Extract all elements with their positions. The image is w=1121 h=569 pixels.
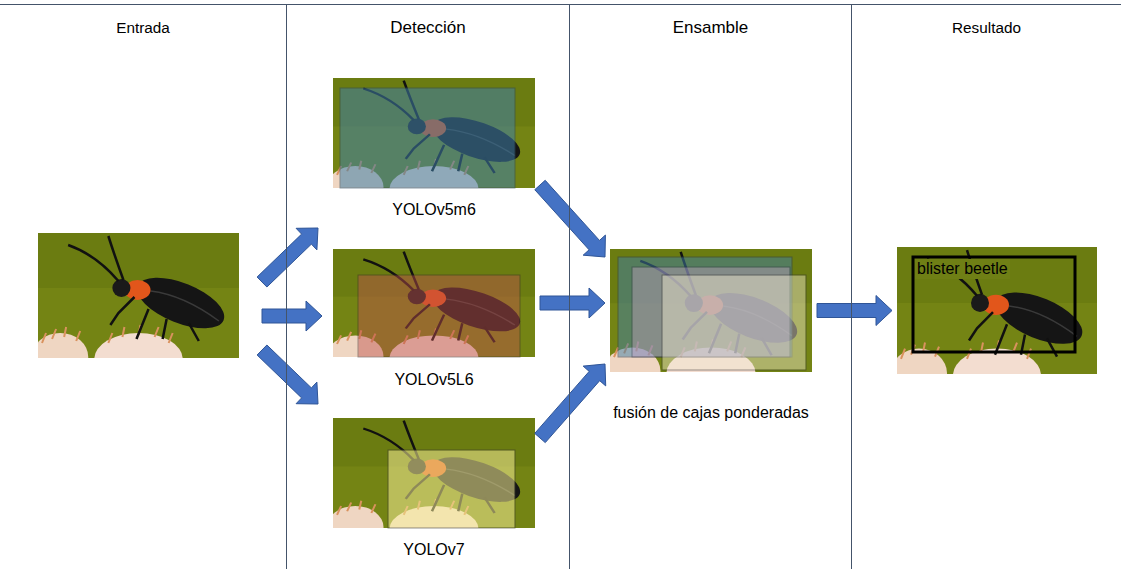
flow-arrow: [817, 296, 892, 326]
model-name: YOLOv5L6: [394, 370, 473, 390]
method-label: fusión de cajas ponderadas: [613, 403, 809, 423]
detection-box: [358, 275, 520, 357]
detection-box: [388, 450, 515, 528]
photo: [604, 249, 812, 399]
column-header: Entrada: [0, 4, 286, 38]
photo: [327, 78, 535, 212]
column-band: DetecciónYOLOv5m6YOLOv5L6YOLOv7: [287, 4, 570, 569]
photo: [327, 249, 535, 380]
image-frame: [333, 418, 535, 528]
column-band: Entrada: [0, 4, 287, 569]
flow-arrow: [540, 288, 605, 318]
flow-arrow: [257, 228, 318, 287]
flow-arrow: [535, 364, 606, 443]
ensemble-image: fusión de cajas ponderadas: [610, 249, 812, 423]
model-name: YOLOv7: [403, 540, 464, 560]
model-output-image: YOLOv5m6: [333, 78, 535, 220]
flow-arrow: [257, 345, 318, 404]
model-output-image: YOLOv5L6: [333, 249, 535, 390]
column-header: Detección: [287, 4, 569, 38]
column-header: Ensamble: [570, 4, 851, 38]
column-header: Resultado: [852, 4, 1121, 38]
model-name: YOLOv5m6: [392, 200, 476, 220]
detection-box: [340, 88, 515, 188]
input-photo: [32, 233, 239, 385]
image-frame: [333, 78, 535, 188]
model-output-image: YOLOv7: [333, 418, 535, 560]
result-image: blister beetle: [897, 247, 1097, 374]
image-frame: [333, 249, 535, 357]
photo: [891, 247, 1097, 401]
class-label: blister beetle: [915, 259, 1010, 279]
image-frame: [610, 249, 812, 372]
column-band: Resultado blister beetle: [852, 4, 1121, 569]
photo: [327, 418, 535, 552]
result-box: [913, 257, 1075, 352]
flow-arrow: [535, 180, 606, 257]
fused-box: [662, 275, 806, 370]
column-band: Ensamble fusión de cajas ponderadas: [570, 4, 852, 569]
frame-line: [0, 4, 1121, 5]
flow-arrow: [262, 301, 322, 331]
